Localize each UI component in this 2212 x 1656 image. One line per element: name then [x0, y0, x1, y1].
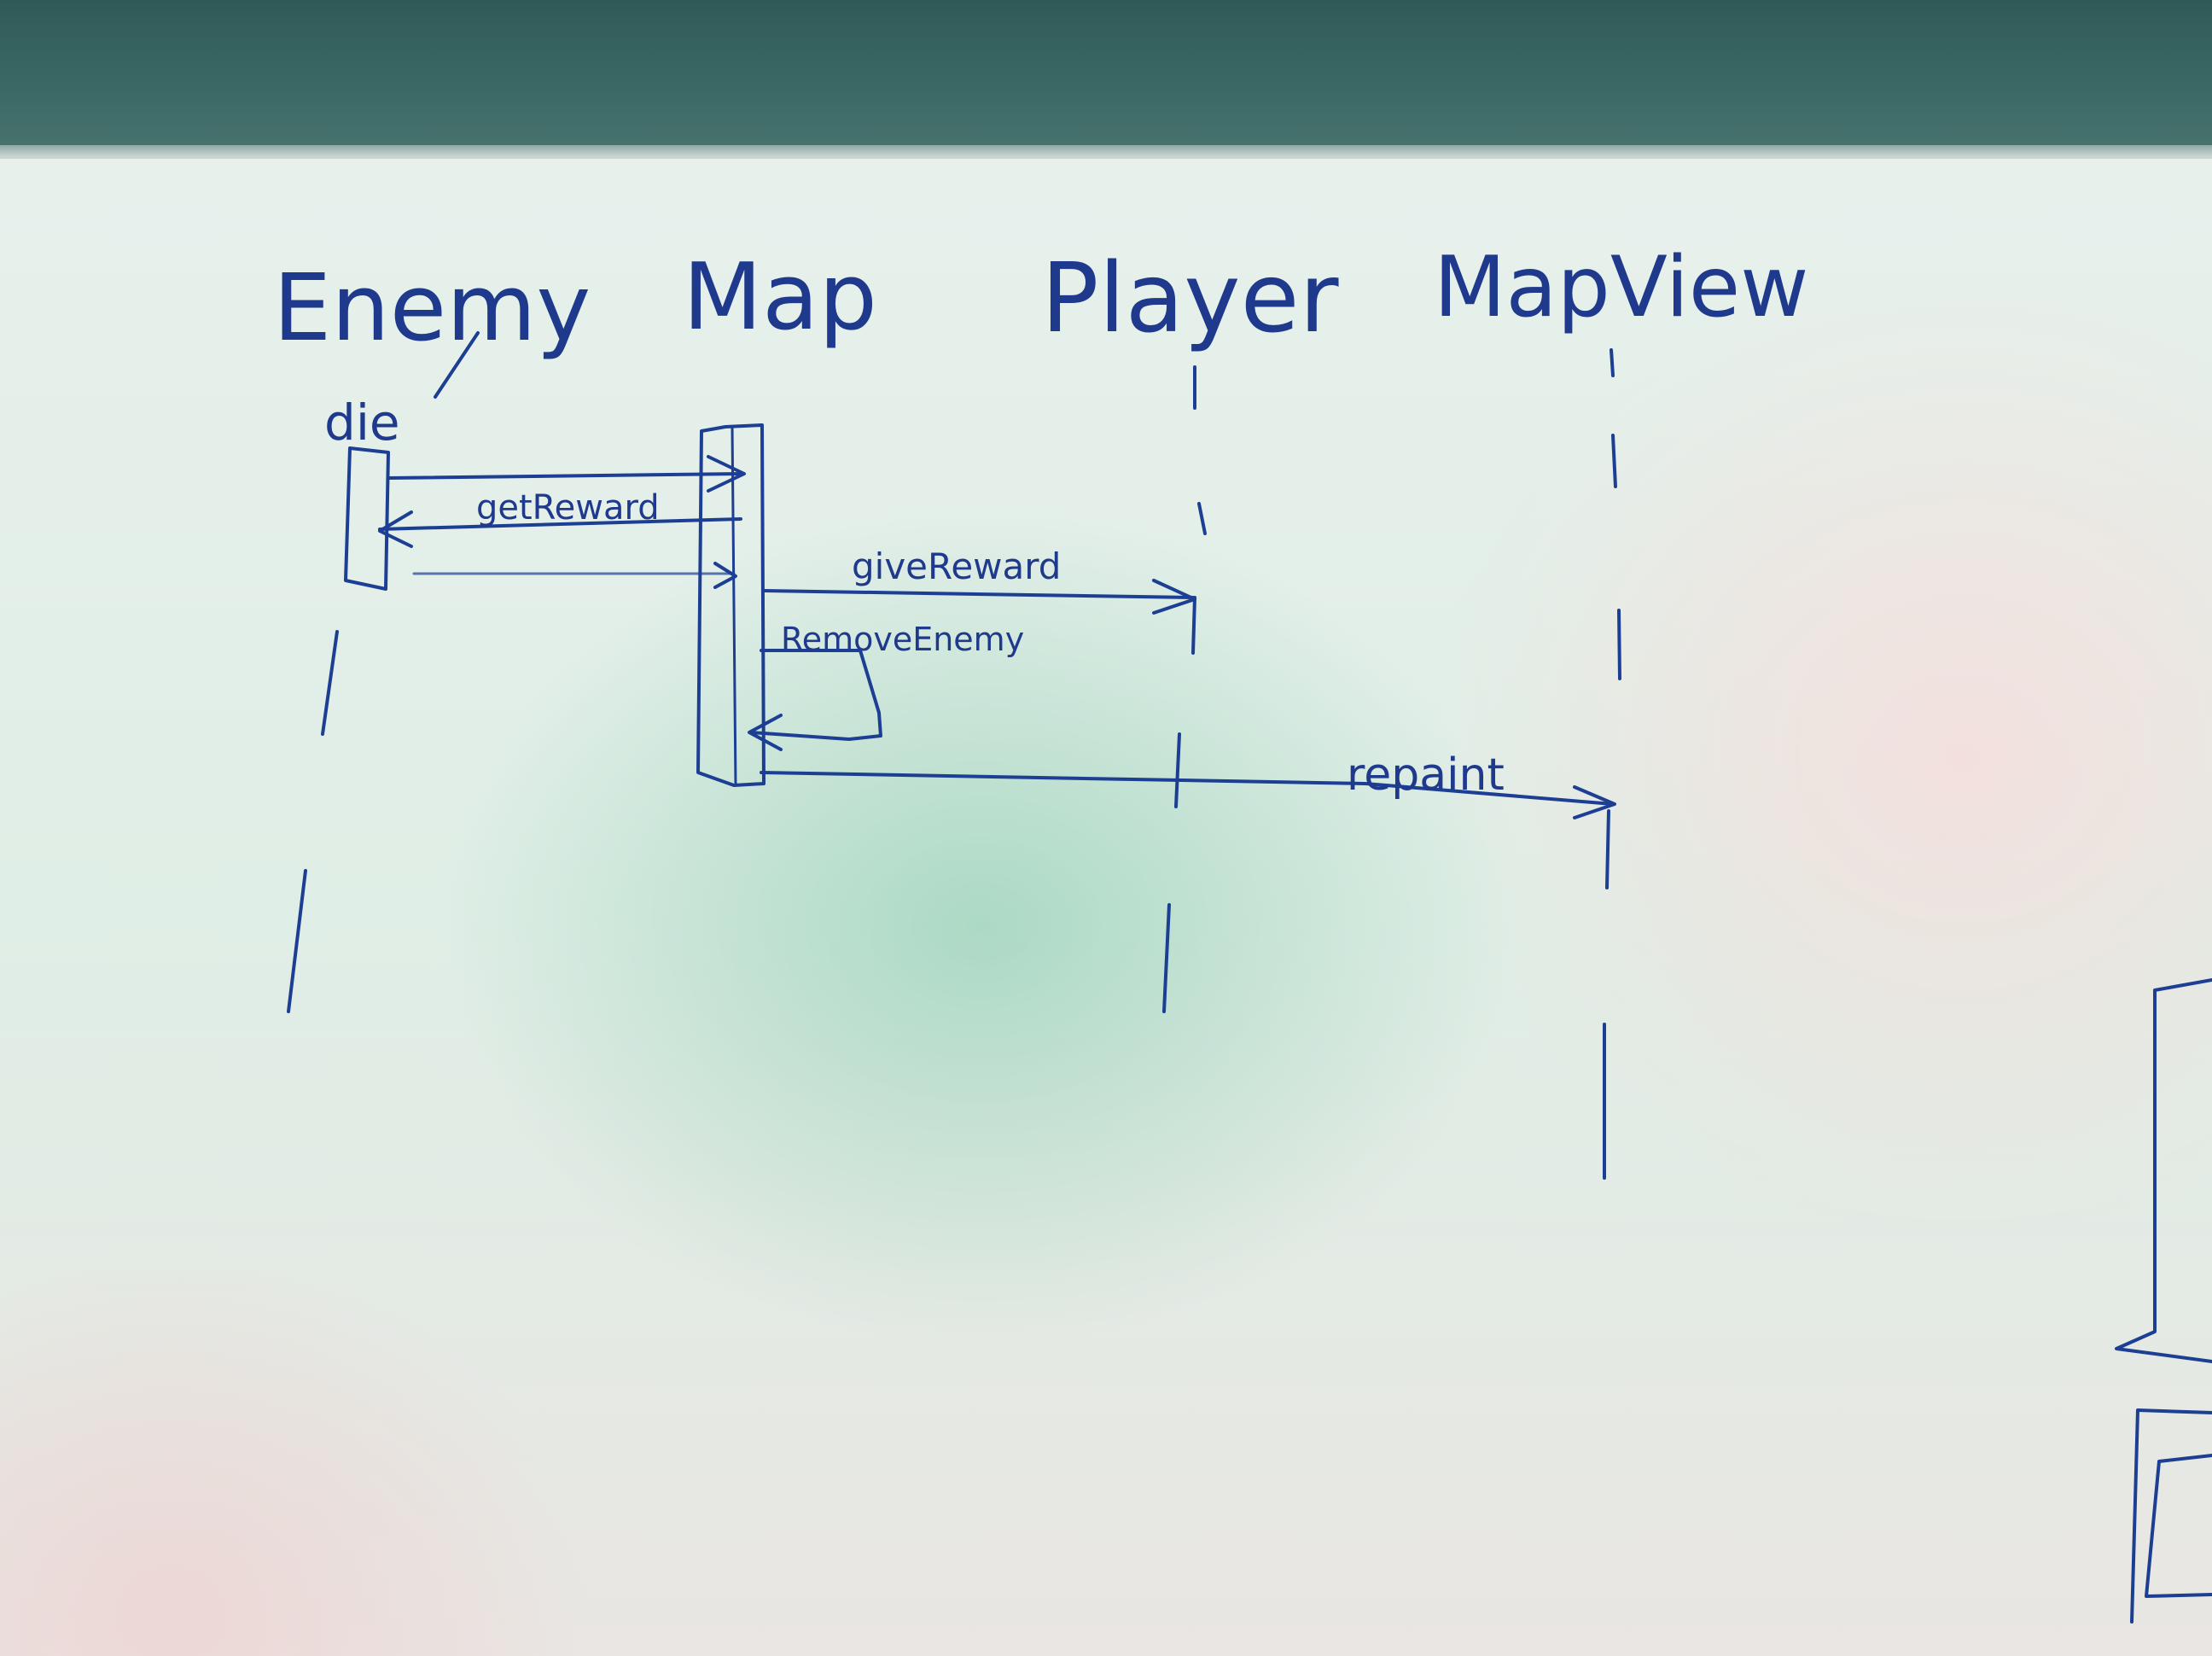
message-enemy-to-map-1	[387, 455, 746, 493]
activation-enemy	[344, 446, 390, 591]
partial-drawing-right	[2115, 978, 2212, 1624]
lifeline-enemy	[287, 630, 339, 1013]
activation-map-inner	[731, 425, 737, 787]
label-repaint: repaint	[1347, 749, 1505, 801]
trigger-label-die: die	[324, 394, 400, 452]
lifeline-player	[1162, 365, 1207, 1013]
label-getreward: getReward	[476, 488, 660, 528]
enemy-header-stroke	[434, 331, 480, 399]
lifeline-mapview	[1603, 348, 1621, 1180]
message-getreward	[378, 510, 742, 548]
activation-map	[696, 423, 765, 787]
message-givereward	[762, 579, 1196, 615]
whiteboard	[0, 155, 2212, 1656]
participant-mapview: MapView	[1434, 239, 1808, 336]
message-removeenemy	[748, 649, 882, 751]
participant-map: Map	[683, 244, 877, 351]
participant-enemy: Enemy	[273, 255, 591, 362]
participant-player: Player	[1041, 243, 1339, 354]
wall-background	[0, 0, 2212, 162]
label-givereward: giveReward	[852, 545, 1061, 587]
message-repaint	[760, 771, 1616, 819]
message-enemy-to-map-2	[412, 562, 737, 589]
label-removeenemy: RemoveEnemy	[781, 621, 1024, 658]
